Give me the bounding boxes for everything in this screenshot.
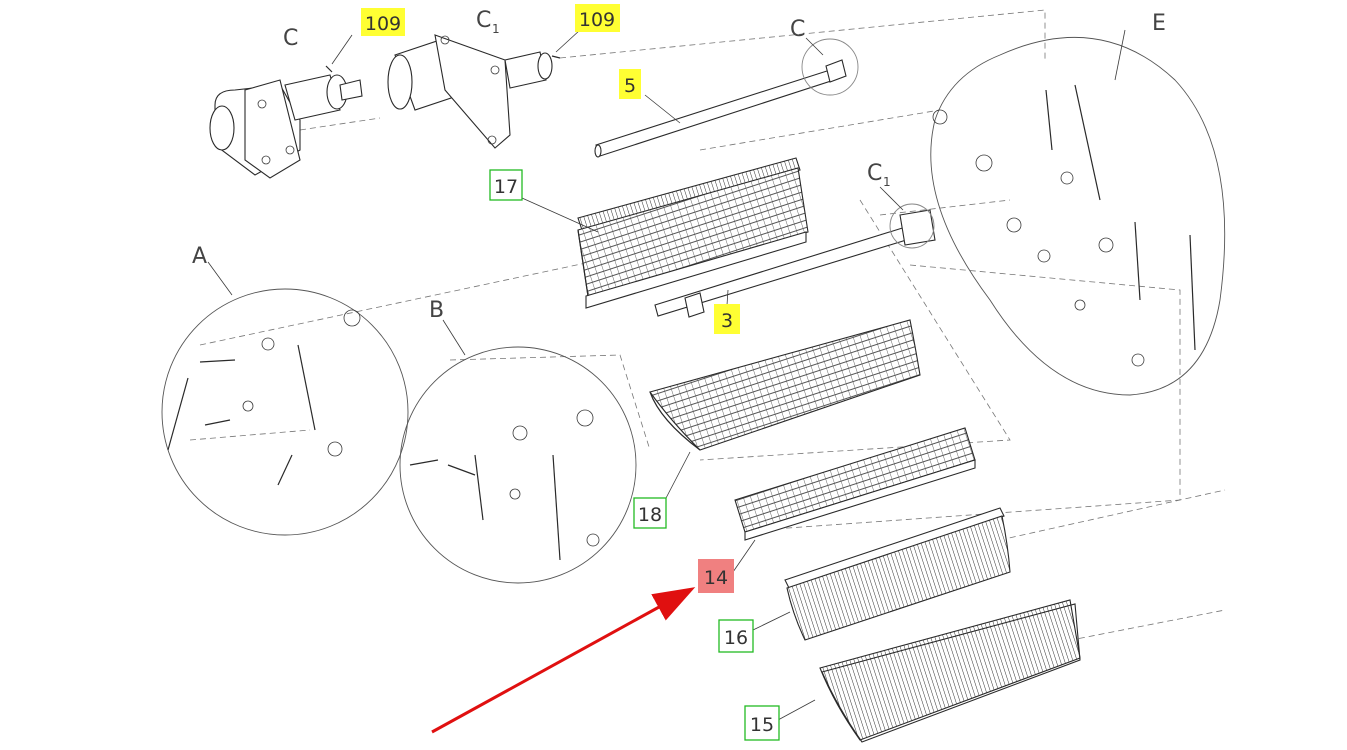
concave-16 <box>784 507 1011 641</box>
red-pointer-arrow <box>431 587 696 734</box>
label-b: B <box>429 298 444 323</box>
svg-text:109: 109 <box>579 9 615 31</box>
callout-109-left: 109 <box>361 8 405 36</box>
svg-text:14: 14 <box>704 567 728 589</box>
detail-e <box>930 36 1226 396</box>
svg-text:15: 15 <box>750 714 774 736</box>
svg-text:3: 3 <box>721 310 733 332</box>
svg-text:5: 5 <box>624 75 636 97</box>
label-c1-top: C <box>476 8 491 33</box>
shaft-3 <box>654 203 936 318</box>
concave-15 <box>819 599 1081 743</box>
svg-text:16: 16 <box>724 627 748 649</box>
callout-109-right: 109 <box>575 4 620 32</box>
motor-plate-c1 <box>387 34 561 149</box>
callout-16: 16 <box>718 619 754 653</box>
bearing-housing-c <box>209 65 363 179</box>
label-e: E <box>1152 11 1166 36</box>
callout-18: 18 <box>633 497 667 529</box>
alignment-lines <box>189 9 1226 651</box>
callout-14: 14 <box>698 559 734 593</box>
label-c1-mid: C <box>867 161 882 186</box>
concave-18 <box>649 319 921 451</box>
svg-text:109: 109 <box>365 13 401 35</box>
label-c-left: C <box>283 26 298 51</box>
detail-a <box>161 288 409 536</box>
label-a: A <box>192 244 207 269</box>
grate-14 <box>734 427 976 541</box>
label-c1-mid-sub: 1 <box>883 175 891 189</box>
group-labels: C C 1 C C 1 E A B <box>192 8 1166 323</box>
shaft-5 <box>594 38 859 158</box>
callout-3: 3 <box>714 304 740 334</box>
callout-5: 5 <box>619 69 641 99</box>
svg-text:18: 18 <box>638 504 662 526</box>
label-c1-top-sub: 1 <box>492 22 500 36</box>
rotor-17 <box>577 157 809 309</box>
label-c-right: C <box>790 17 805 42</box>
detail-b <box>399 346 637 584</box>
leader-lines <box>207 29 1126 721</box>
callout-17: 17 <box>489 169 523 201</box>
callout-15: 15 <box>744 705 780 741</box>
svg-text:17: 17 <box>494 176 518 198</box>
